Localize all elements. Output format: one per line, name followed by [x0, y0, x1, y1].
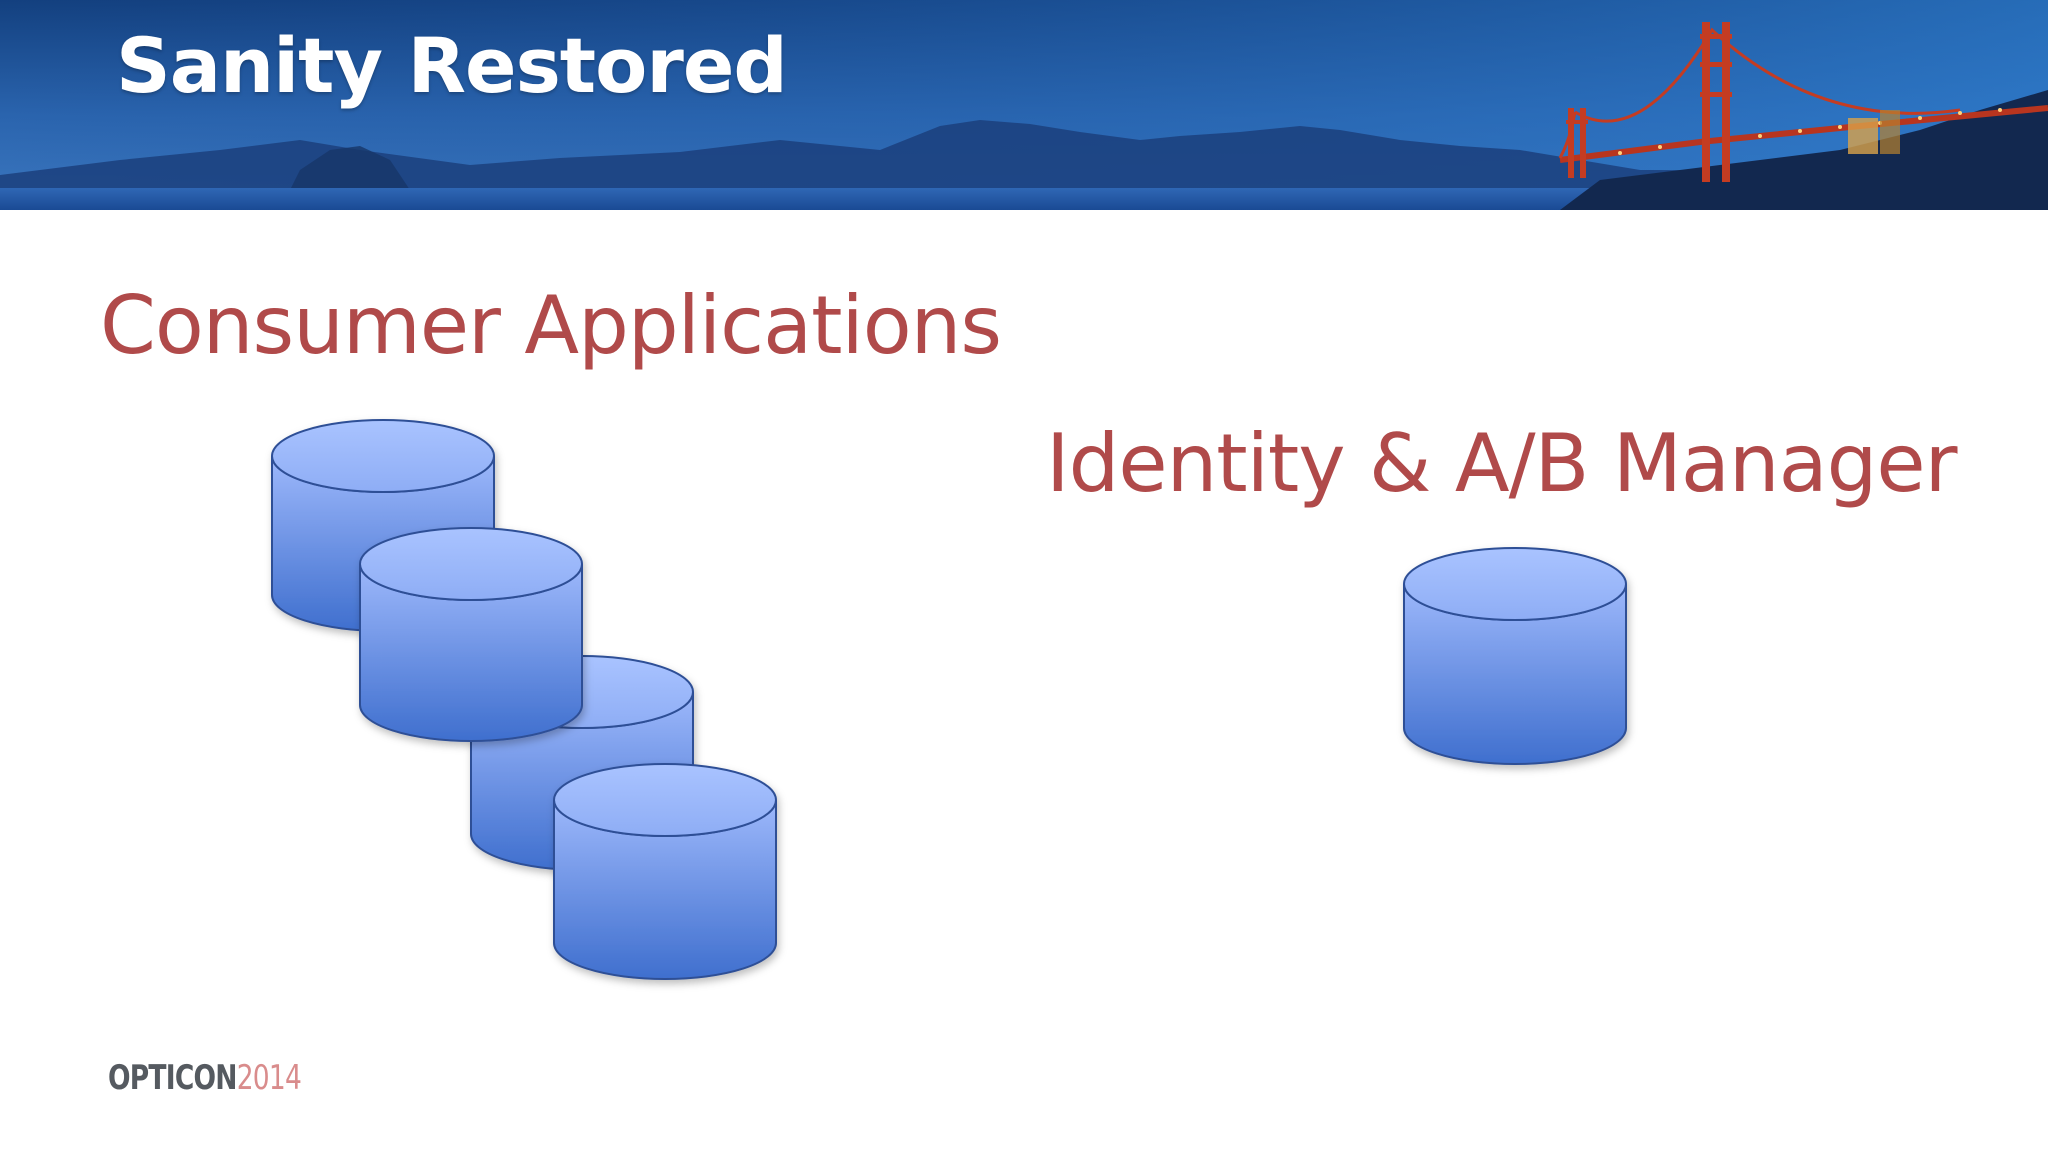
identity-ab-manager-label: Identity & A/B Manager [1046, 417, 1957, 510]
consumer-applications-label: Consumer Applications [100, 279, 1002, 372]
golden-gate-bridge-icon [1558, 22, 2048, 182]
golden-gate-bridge-banner-icon [0, 0, 2048, 210]
consumer-db-2-icon [359, 527, 583, 742]
identity-ab-db-icon [1403, 547, 1627, 765]
logo-word: OPTICON [108, 1058, 237, 1098]
header-banner: Sanity Restored [0, 0, 2048, 210]
slide-title: Sanity Restored [116, 21, 788, 110]
consumer-db-4-icon [553, 763, 777, 980]
opticon-logo: OPTICON2014 [108, 1058, 302, 1118]
logo-year: 2014 [236, 1058, 302, 1098]
opticon-wordmark: OPTICON2014 [108, 1058, 302, 1098]
